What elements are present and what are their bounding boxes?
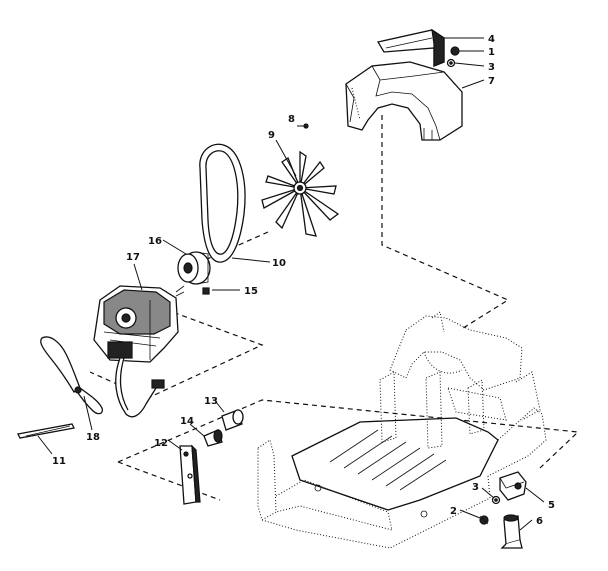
callout-1: 1 — [488, 47, 495, 58]
screw-part-8 — [303, 123, 309, 129]
washer-part-3 — [446, 58, 456, 68]
callout-16: 16 — [148, 236, 162, 247]
callout-14: 14 — [180, 416, 194, 427]
callout-18: 18 — [86, 432, 100, 443]
callout-9: 9 — [268, 130, 275, 141]
bracket-part-12 — [179, 444, 201, 505]
set-screw-part-15 — [202, 287, 210, 295]
washer-part-3b — [491, 495, 501, 505]
screw-part-14 — [203, 429, 223, 447]
callout-2: 2 — [450, 506, 457, 517]
callout-8: 8 — [288, 114, 295, 125]
cover-plate-part-4 — [376, 28, 445, 67]
callout-17: 17 — [126, 252, 140, 263]
callout-11: 11 — [52, 456, 66, 467]
callout-15: 15 — [244, 286, 258, 297]
fan-blade-part-9 — [261, 150, 340, 237]
callout-3-lower: 3 — [472, 482, 479, 493]
base-casting — [257, 311, 547, 549]
callout-labels: 4 1 3 7 8 9 10 16 15 17 13 14 12 11 18 3… — [52, 34, 555, 527]
bushing-part-13 — [221, 409, 244, 431]
fan-blade-part-18 — [40, 336, 104, 415]
motor-part-17 — [93, 285, 185, 418]
screw-part-2 — [479, 515, 489, 525]
belt-part-10 — [199, 143, 246, 263]
screw-part-1 — [450, 46, 460, 56]
callout-6: 6 — [536, 516, 543, 527]
shaft-part-11 — [17, 423, 75, 439]
callout-5: 5 — [548, 500, 555, 511]
callout-3: 3 — [488, 62, 495, 73]
bolt-part-6 — [500, 514, 523, 549]
callout-4: 4 — [488, 34, 495, 45]
fan-housing-part-7 — [345, 61, 463, 141]
clamp-part-5 — [499, 471, 527, 501]
callout-10: 10 — [272, 258, 286, 269]
leader-lines — [37, 37, 545, 531]
callout-12: 12 — [154, 438, 168, 449]
pulley-part-16 — [177, 251, 211, 285]
callout-13: 13 — [204, 396, 218, 407]
callout-7: 7 — [488, 76, 495, 87]
